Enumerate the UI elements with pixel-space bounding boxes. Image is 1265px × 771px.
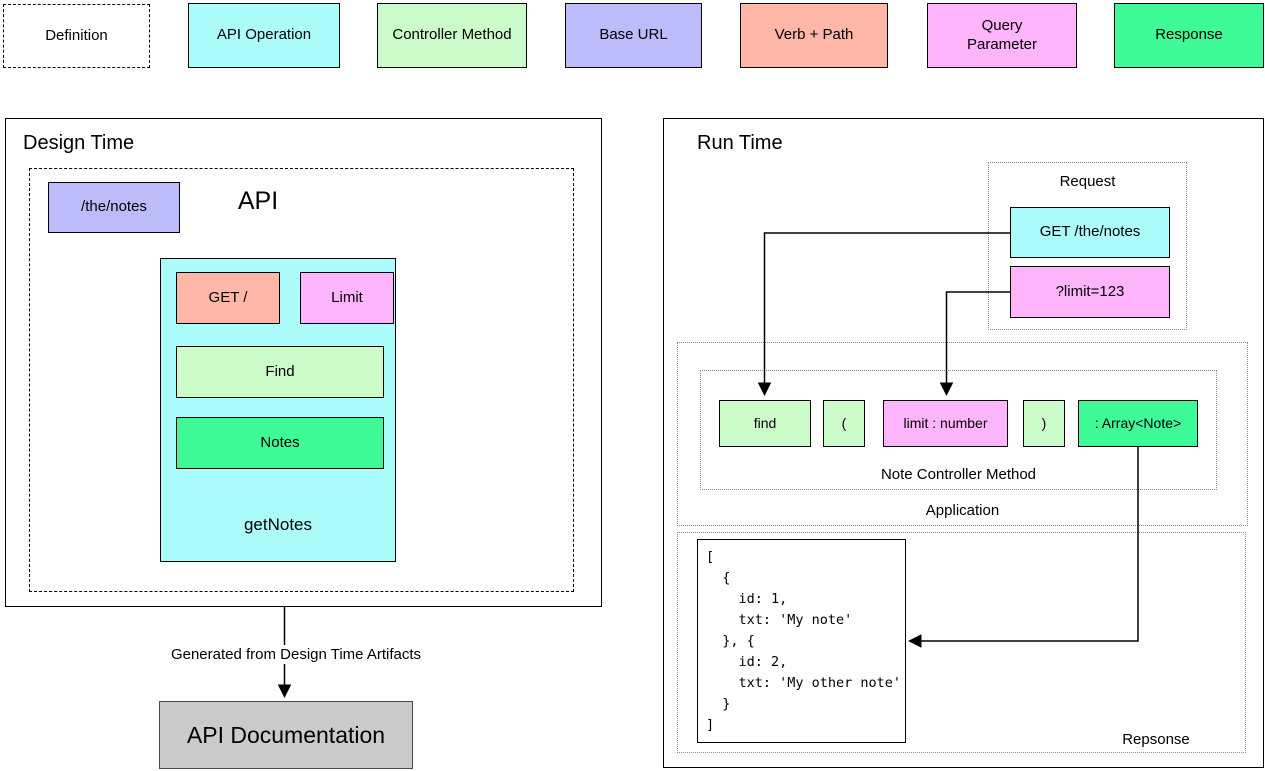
request-verb-path-label: GET /the/notes — [1039, 223, 1141, 241]
legend-label-base-url: Base URL — [599, 26, 668, 44]
request-label: Request — [1059, 173, 1116, 190]
legend-item-verb-path: Verb + Path — [740, 3, 888, 68]
verb-path-chip: GET / — [176, 272, 280, 324]
token-open-paren: ( — [823, 400, 865, 447]
token-parameter: limit : number — [883, 400, 1008, 447]
controller-method-chip-label: Find — [265, 362, 295, 380]
legend-item-api-operation: API Operation — [188, 3, 340, 68]
generated-arrow-label: Generated from Design Time Artifacts — [157, 645, 435, 664]
token-return-type: : Array<Note> — [1078, 400, 1198, 447]
request-query-param-chip: ?limit=123 — [1010, 266, 1170, 318]
response-code-block: [ { id: 1, txt: 'My note' }, { id: 2, tx… — [697, 539, 906, 743]
response-chip: Notes — [176, 417, 384, 469]
controller-method-chip: Find — [176, 346, 384, 398]
response-chip-label: Notes — [260, 433, 300, 451]
design-time-title: Design Time — [23, 132, 135, 154]
legend-item-definition: Definition — [3, 4, 150, 68]
legend-item-base-url: Base URL — [565, 3, 702, 68]
legend-label-verb-path: Verb + Path — [774, 26, 854, 44]
api-documentation-label: API Documentation — [186, 721, 386, 748]
base-url-chip: /the/notes — [48, 182, 180, 233]
response-label: Repsonse — [1122, 731, 1190, 748]
legend-item-controller-method: Controller Method — [377, 3, 527, 68]
operation-name-label: getNotes — [243, 515, 313, 534]
run-time-title: Run Time — [697, 132, 783, 154]
token-method-name-label: find — [753, 414, 777, 431]
application-label: Application — [925, 502, 1000, 519]
token-open-paren-label: ( — [841, 414, 847, 431]
token-return-type-label: : Array<Note> — [1094, 414, 1182, 431]
legend-label-controller-method: Controller Method — [392, 26, 512, 44]
api-definition-label: API — [237, 187, 279, 215]
token-parameter-label: limit : number — [903, 414, 988, 431]
query-param-chip: Limit — [300, 272, 394, 324]
note-controller-method-label: Note Controller Method — [880, 466, 1037, 483]
token-close-paren: ) — [1023, 400, 1065, 447]
legend-label-api-operation: API Operation — [216, 26, 312, 44]
request-verb-path-chip: GET /the/notes — [1010, 207, 1170, 258]
legend-item-query-parameter: Query Parameter — [927, 3, 1077, 68]
legend-label-response: Response — [1155, 26, 1223, 44]
verb-path-chip-label: GET / — [208, 288, 248, 306]
query-param-chip-label: Limit — [331, 288, 363, 306]
api-documentation-box: API Documentation — [159, 701, 413, 769]
token-method-name: find — [719, 400, 811, 447]
request-query-param-label: ?limit=123 — [1055, 282, 1125, 300]
legend-item-response: Response — [1114, 3, 1264, 68]
api-definition-dashed-box — [29, 168, 574, 592]
legend-label-query-parameter: Query Parameter — [966, 16, 1038, 53]
base-url-chip-label: /the/notes — [81, 198, 147, 216]
token-close-paren-label: ) — [1041, 414, 1047, 431]
legend-label-definition: Definition — [45, 26, 108, 44]
